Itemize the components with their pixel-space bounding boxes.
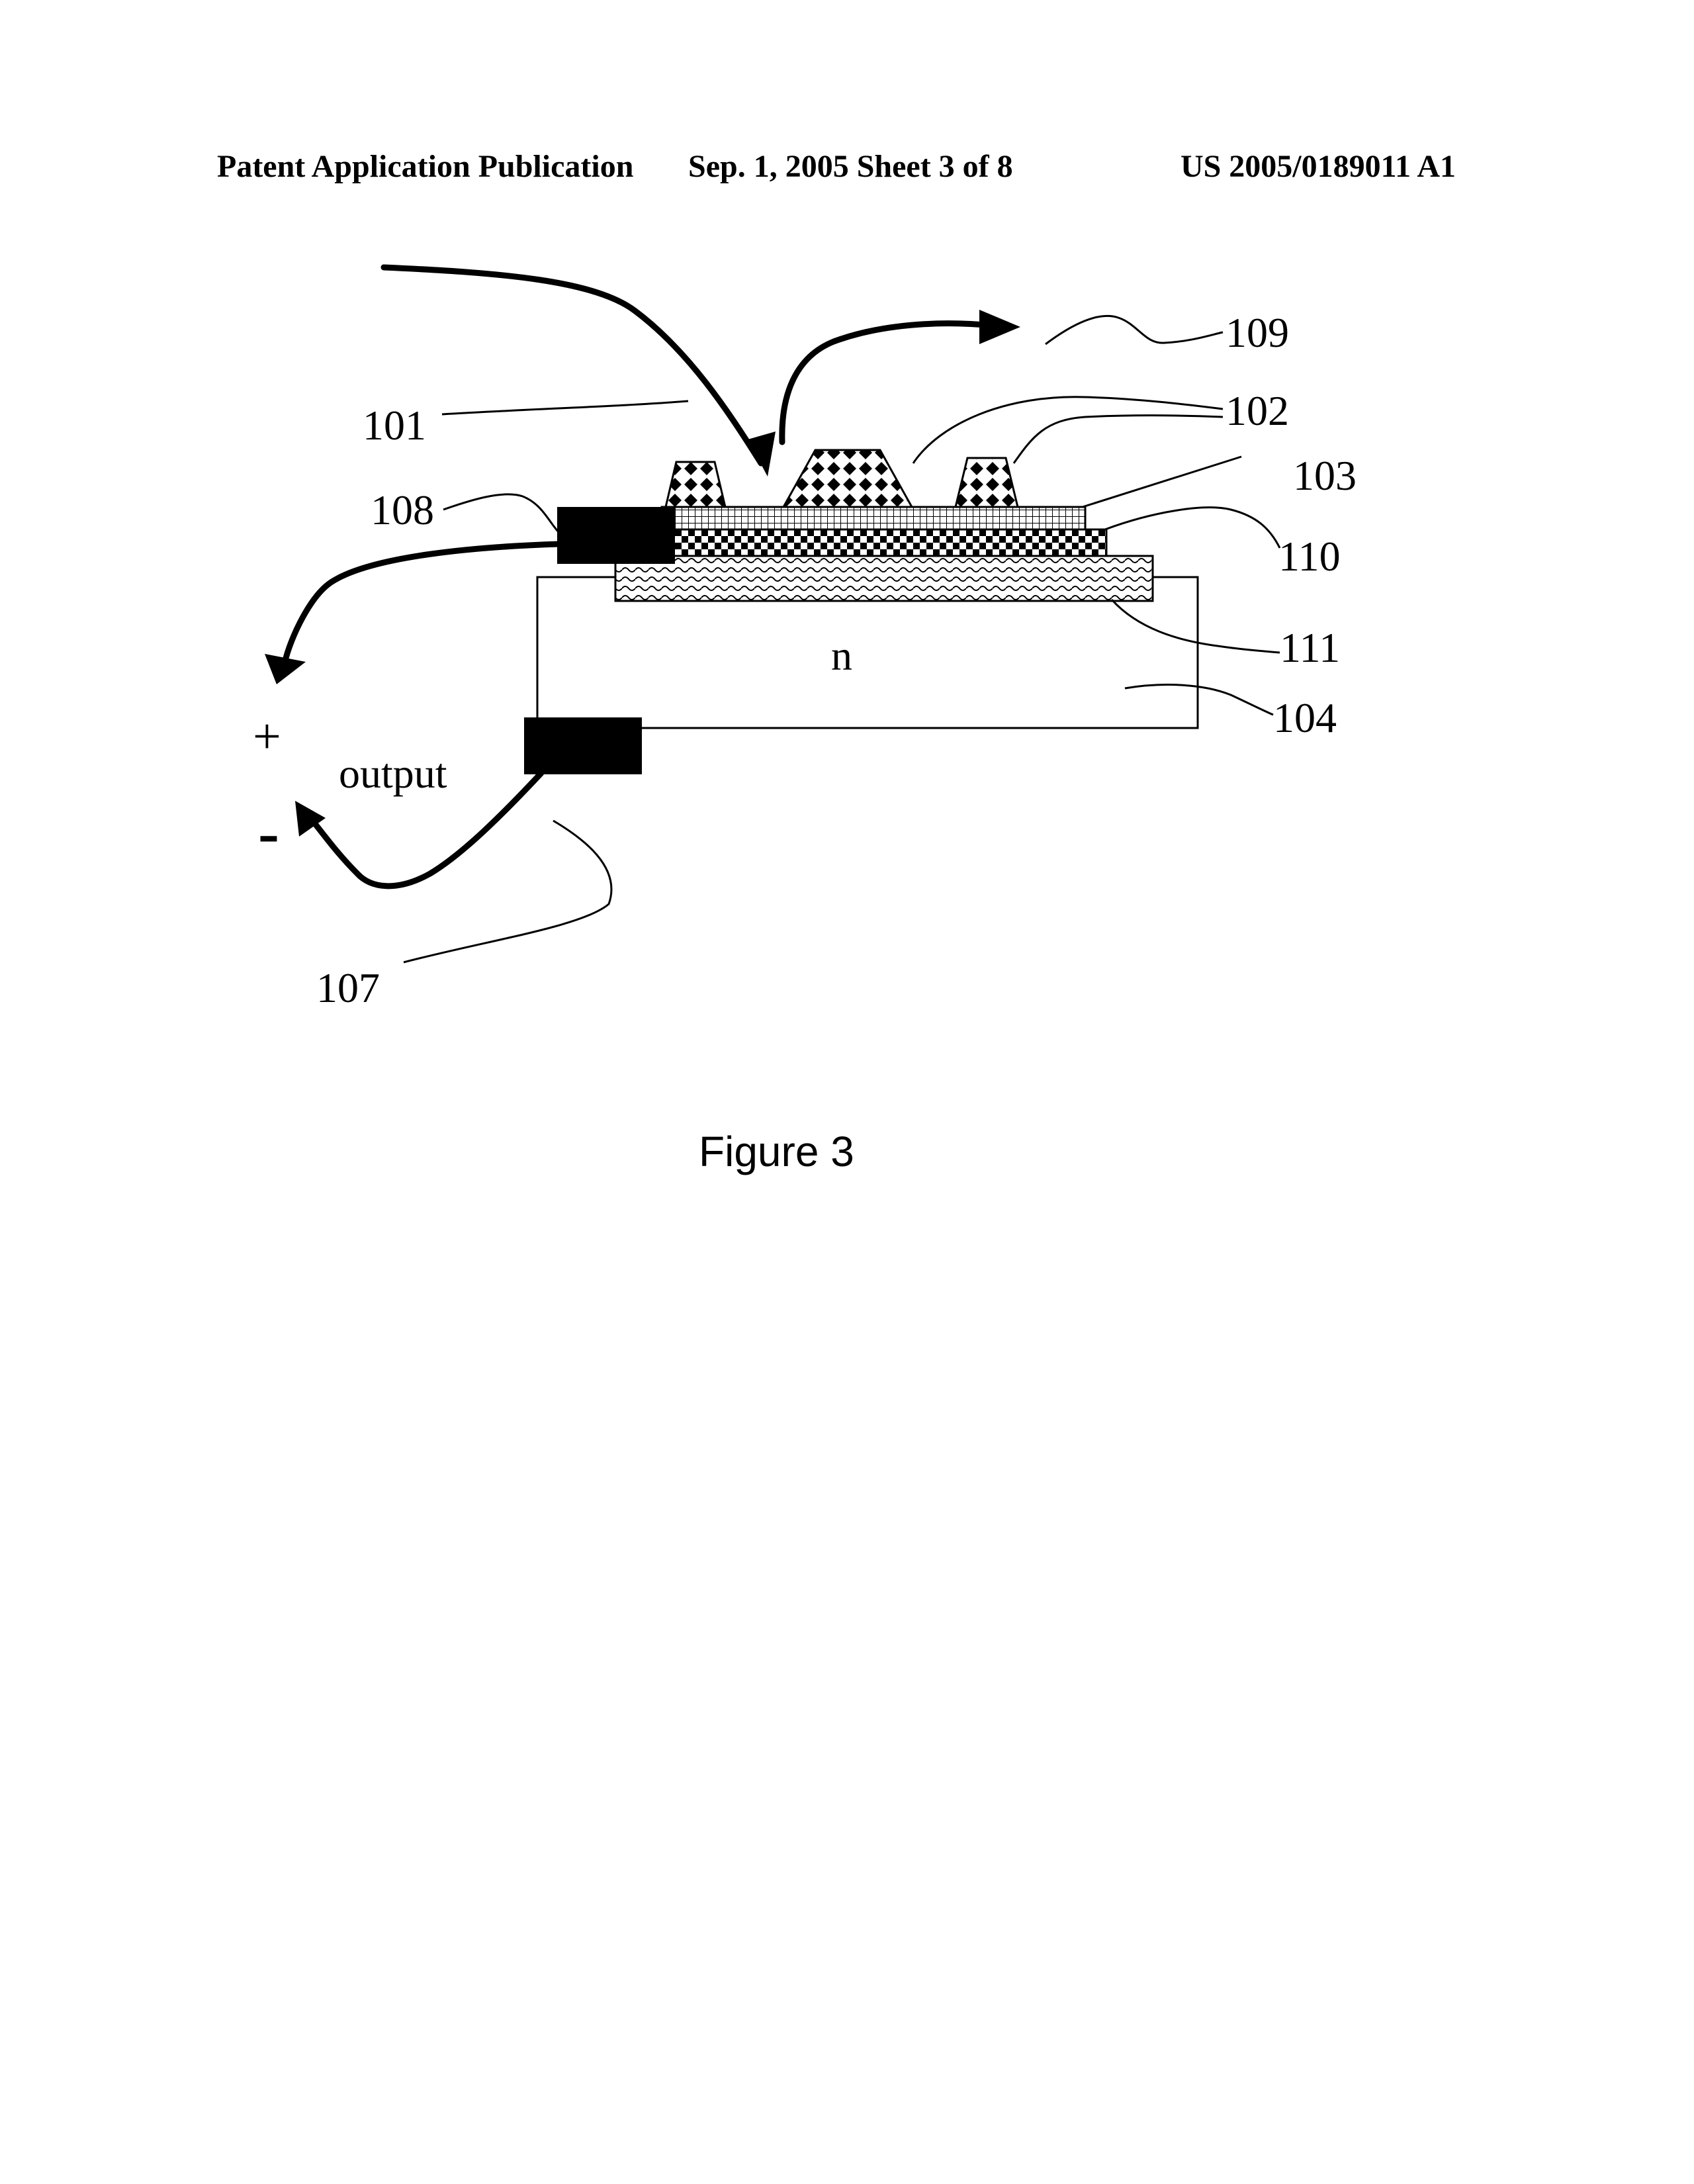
leader-110	[1105, 508, 1280, 548]
reflected-light-arrow	[782, 324, 993, 442]
label-111: 111	[1280, 624, 1340, 671]
leader-109	[1046, 316, 1223, 344]
layer-110	[629, 529, 1106, 556]
top-electrode-108	[557, 507, 675, 564]
label-110: 110	[1278, 533, 1341, 580]
texture-feature-102-right	[956, 458, 1018, 507]
figure-caption: Figure 3	[699, 1128, 854, 1175]
leader-107	[404, 821, 611, 962]
leader-103	[1083, 457, 1241, 507]
positive-output-arrow	[285, 544, 560, 663]
leader-101	[442, 401, 688, 414]
label-103: 103	[1293, 452, 1357, 499]
reflected-arrowhead	[979, 310, 1020, 344]
bottom-electrode-107	[524, 717, 642, 774]
label-102: 102	[1226, 387, 1289, 434]
label-109: 109	[1226, 309, 1289, 356]
label-output: output	[339, 750, 447, 797]
label-104: 104	[1273, 694, 1337, 741]
leader-102-b	[1014, 416, 1223, 463]
positive-arrowhead	[265, 654, 306, 684]
incident-light-arrow	[384, 267, 761, 463]
texture-feature-102-left	[666, 462, 725, 507]
layer-111	[615, 556, 1153, 601]
leader-108	[443, 494, 560, 533]
label-n-region: n	[831, 632, 852, 679]
label-101: 101	[363, 402, 426, 449]
label-plus: +	[253, 709, 281, 764]
texture-feature-102-center	[783, 450, 912, 507]
layer-103	[662, 507, 1085, 529]
label-107: 107	[316, 964, 380, 1011]
label-108: 108	[371, 486, 434, 533]
label-minus: -	[258, 797, 279, 868]
leader-102-a	[913, 397, 1223, 463]
